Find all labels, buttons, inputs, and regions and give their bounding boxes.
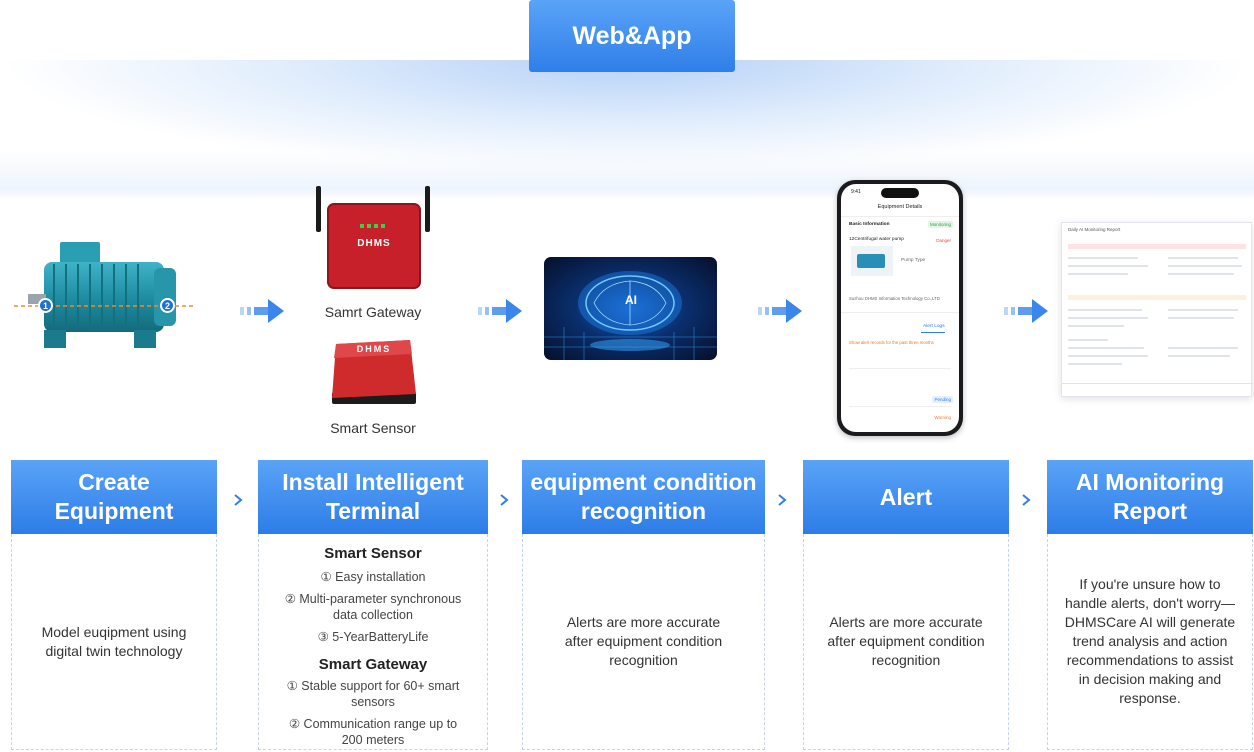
report-title: Daily AI Monitoring Report (1068, 227, 1121, 232)
step-create-equipment-text: Model euqipment using digital twin techn… (41, 623, 187, 659)
motor-image: 1 2 (14, 232, 194, 356)
phone-section: Basic Information (849, 222, 890, 227)
chevron-right-icon (1022, 494, 1031, 506)
gateway-brand: DHMS (357, 238, 391, 249)
phone-alert-note: Show alert records for the past three mo… (849, 340, 934, 345)
terminal-gateway-item-2: ② Communication range up to 200 meters (288, 717, 458, 747)
phone-time: 9:41 (851, 189, 861, 195)
terminal-sensor-item-3: ③ 5-YearBatteryLife (317, 630, 429, 644)
phone-title: Equipment Details (877, 204, 923, 210)
chevron-right-icon (778, 494, 787, 506)
terminal-sensor-item-2: ② Multi-parameter synchronous data colle… (284, 592, 462, 622)
step-ai-report-text: If you're unsure how to handle alerts, d… (1064, 576, 1236, 706)
terminal-gateway-item-1: ① Stable support for 60+ smart sensors (286, 679, 460, 709)
phone-pump-name: 12Centrifugal water pump (849, 237, 904, 242)
phone-status-badge: Monitoring (927, 221, 953, 228)
arrow-right-icon (240, 299, 284, 323)
chevron-right-icon (500, 494, 509, 506)
pump-thumbnail (851, 246, 893, 276)
gateway-caption: Samrt Gateway (324, 304, 422, 320)
step-condition-recognition-text: Alerts are more accurate after equipment… (564, 614, 723, 668)
step-condition-recognition-body: Alerts are more accurate after equipment… (522, 534, 765, 750)
phone-danger: Danger (936, 238, 951, 243)
sensor-marker-2: 2 (160, 298, 175, 313)
arrow-right-icon (758, 299, 802, 323)
step-create-equipment-header: Create Equipment (11, 460, 217, 534)
ai-report-thumbnail: Daily AI Monitoring Report (1061, 222, 1253, 397)
chevron-right-icon (234, 494, 243, 506)
arrow-right-icon (1004, 299, 1048, 323)
step-alert-header: Alert (803, 460, 1009, 534)
step-condition-recognition-header: equipment condition recognition (522, 460, 765, 534)
step-install-terminal-header: Install Intelligent Terminal (258, 460, 488, 534)
step-create-equipment-body: Model euqipment using digital twin techn… (11, 534, 217, 750)
ai-label: AI (625, 293, 637, 307)
phone-mockup: 9:41 Equipment Details Basic Information… (837, 180, 963, 436)
step-alert-text: Alerts are more accurate after equipment… (827, 614, 985, 668)
step-ai-report-body: If you're unsure how to handle alerts, d… (1047, 534, 1253, 750)
arrow-right-icon (478, 299, 522, 323)
smart-sensor-image: DHMS (330, 336, 418, 408)
terminal-sensor-title: Smart Sensor (324, 545, 422, 562)
phone-warning: Warning (934, 415, 951, 420)
smart-gateway-image: DHMS (312, 186, 434, 296)
sensor-brand: DHMS (356, 344, 392, 354)
step-ai-report-header: AI Monitoring Report (1047, 460, 1253, 534)
phone-pending: Pending (932, 396, 953, 403)
web-app-banner: Web&App (529, 0, 735, 72)
phone-screen: 9:41 Equipment Details Basic Information… (841, 184, 959, 432)
step-alert-body: Alerts are more accurate after equipment… (803, 534, 1009, 750)
phone-notch (881, 188, 919, 198)
banner-fade (0, 150, 1254, 200)
phone-tab: Alert Logs (923, 324, 945, 329)
phone-company: Suzhou DHMS Information Technology Co.,L… (849, 296, 940, 301)
sensor-marker-1: 1 (38, 298, 53, 313)
ai-brain-image: AI (544, 257, 717, 360)
sensor-caption: Smart Sensor (330, 420, 416, 436)
phone-pump-type: Pump Type (901, 258, 926, 263)
step-install-terminal-body: Smart Sensor ① Easy installation ② Multi… (258, 534, 488, 750)
terminal-sensor-item-1: ① Easy installation (320, 570, 426, 584)
terminal-gateway-title: Smart Gateway (318, 656, 428, 673)
